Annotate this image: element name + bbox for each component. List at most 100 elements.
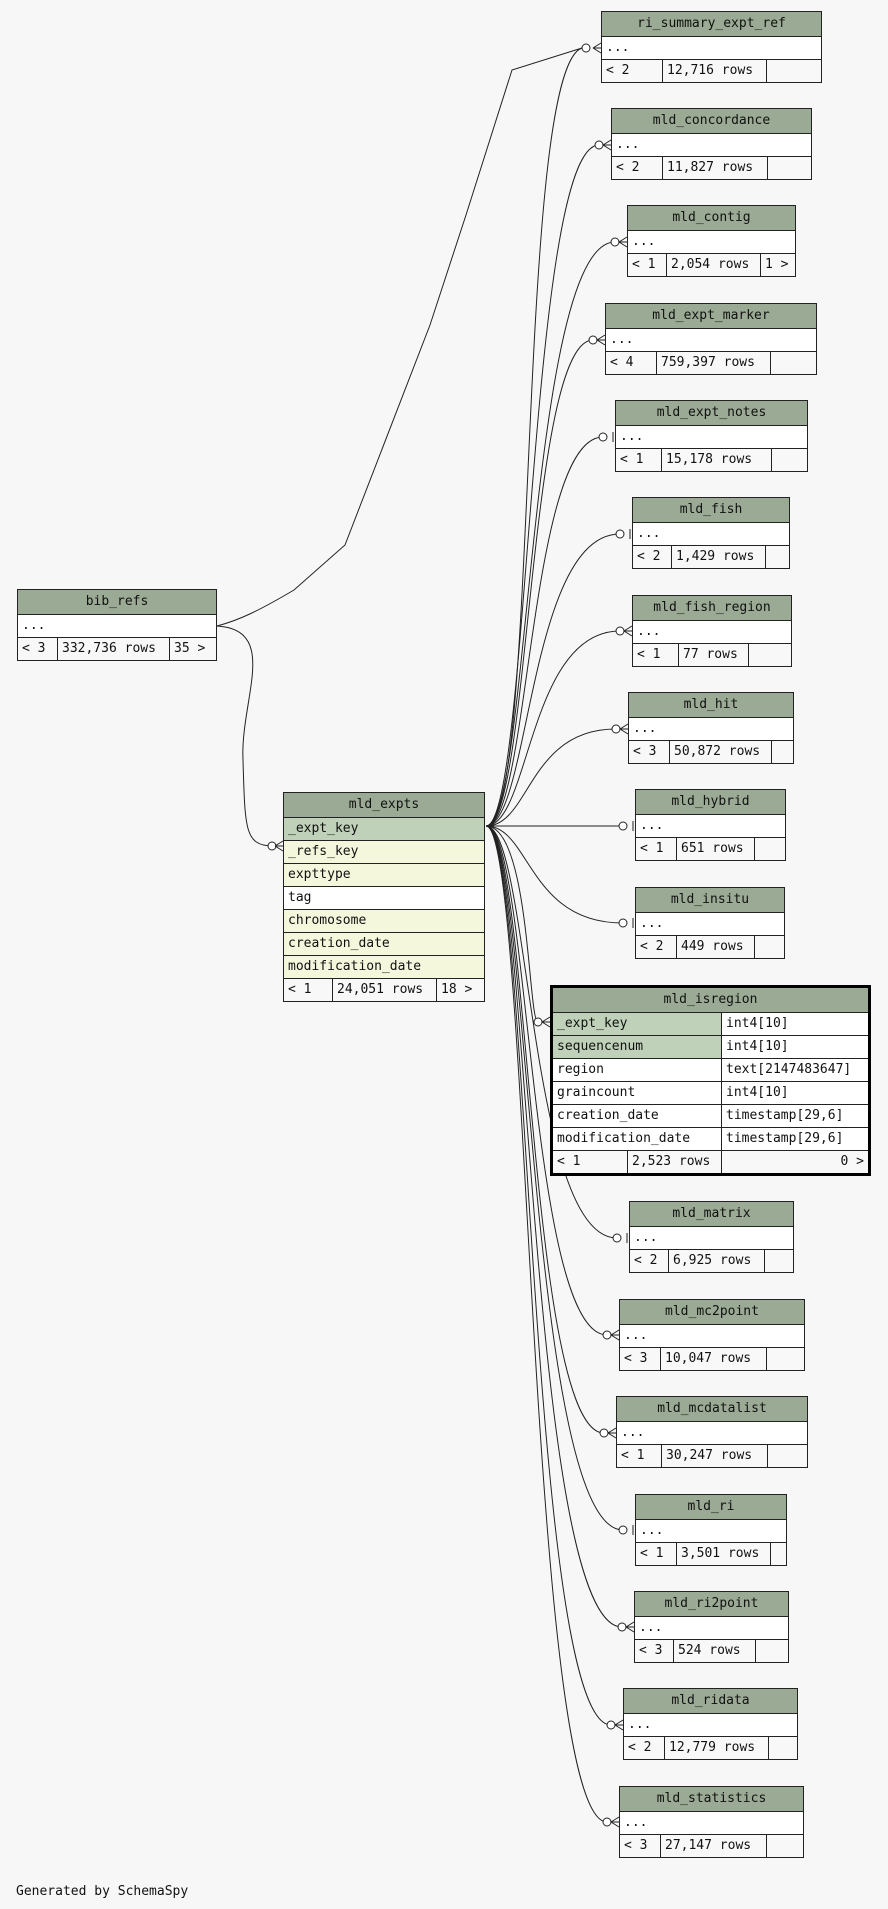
children-count[interactable]	[766, 60, 821, 82]
many-end-marker	[618, 236, 628, 248]
row-count: 1,429 rows	[671, 546, 765, 568]
column-name: graincount	[557, 1085, 636, 1100]
parents-count[interactable]: < 1	[288, 982, 312, 997]
edge-mld-expts-to-t6	[485, 630, 621, 827]
optional-end-marker	[612, 1233, 622, 1243]
children-count[interactable]	[767, 157, 811, 179]
children-count[interactable]	[770, 352, 816, 374]
many-end-marker	[541, 1016, 551, 1028]
parents-count[interactable]: < 3	[639, 1643, 663, 1658]
collapsed-columns: ...	[632, 234, 656, 249]
parents-count[interactable]: < 1	[632, 257, 656, 272]
table-mld-hybrid[interactable]: mld_hybrid ... < 1 651 rows	[635, 789, 786, 861]
parents-count[interactable]: < 1	[620, 452, 644, 467]
parents-count[interactable]: < 3	[633, 744, 657, 759]
parents-count[interactable]: < 3	[22, 641, 46, 656]
children-count[interactable]	[771, 449, 807, 471]
column-type: int4[10]	[721, 1082, 868, 1104]
collapsed-columns: ...	[620, 429, 644, 444]
parents-count[interactable]: < 1	[557, 1154, 581, 1169]
parents-count[interactable]: < 1	[637, 647, 661, 662]
parents-count[interactable]: < 2	[634, 1253, 658, 1268]
optional-end-marker	[581, 43, 591, 53]
column-name: creation_date	[557, 1108, 659, 1123]
children-count[interactable]: 0 >	[721, 1151, 868, 1173]
children-count[interactable]: 1 >	[760, 254, 795, 276]
parents-count[interactable]: < 2	[606, 63, 630, 78]
parents-count[interactable]: < 3	[624, 1351, 648, 1366]
children-count[interactable]	[766, 1348, 804, 1370]
children-count[interactable]	[764, 1250, 793, 1272]
optional-end-marker	[602, 1817, 612, 1827]
column-name: chromosome	[288, 913, 367, 928]
many-end-marker	[596, 334, 606, 346]
table-name: mld_ri2point	[635, 1592, 788, 1617]
parents-count[interactable]: < 2	[628, 1740, 652, 1755]
parents-count[interactable]: < 1	[621, 1448, 645, 1463]
collapsed-columns: ...	[640, 916, 664, 931]
table-name: mld_mcdatalist	[617, 1397, 807, 1422]
many-end-marker	[625, 1621, 635, 1633]
parents-count[interactable]: < 2	[640, 939, 664, 954]
collapsed-columns: ...	[640, 818, 664, 833]
row-count: 2,523 rows	[627, 1151, 721, 1173]
many-end-marker	[610, 1816, 620, 1828]
parents-count[interactable]: < 2	[637, 549, 661, 564]
children-count[interactable]	[755, 1640, 788, 1662]
parents-count[interactable]: < 2	[616, 160, 640, 175]
edge-mld-expts-to-t15	[485, 825, 612, 1726]
many-end-marker	[602, 139, 612, 151]
edge-mld-expts-to-t5	[485, 533, 621, 827]
optional-end-marker	[615, 529, 625, 539]
parents-count[interactable]: < 4	[610, 355, 634, 370]
row-count: 651 rows	[676, 838, 754, 860]
many-end-marker	[274, 840, 284, 852]
optional-end-marker	[599, 1428, 609, 1438]
parents-count[interactable]: < 1	[640, 841, 664, 856]
table-mld-expts[interactable]: mld_expts _expt_key _refs_key expttype t…	[283, 792, 485, 1002]
optional-end-marker	[533, 1017, 543, 1027]
optional-end-marker	[611, 724, 621, 734]
children-count[interactable]	[771, 741, 793, 763]
parents-count[interactable]: < 3	[624, 1838, 648, 1853]
children-count[interactable]	[766, 1835, 803, 1857]
children-count[interactable]	[754, 838, 785, 860]
row-count: 6,925 rows	[668, 1250, 764, 1272]
children-count[interactable]	[767, 1445, 807, 1467]
parents-count[interactable]: < 1	[640, 1546, 664, 1561]
column-name: _expt_key	[557, 1016, 628, 1031]
children-count[interactable]	[754, 936, 784, 958]
children-count[interactable]	[765, 546, 789, 568]
children-count[interactable]: 35 >	[169, 638, 216, 660]
children-count[interactable]: 18 >	[436, 979, 484, 1001]
column-type: timestamp[29,6]	[721, 1105, 868, 1127]
table-name: mld_expt_marker	[606, 304, 816, 329]
table-name: mld_hybrid	[636, 790, 785, 815]
collapsed-columns: ...	[637, 526, 661, 541]
optional-end-marker	[598, 432, 608, 442]
children-count[interactable]	[770, 1543, 786, 1565]
collapsed-columns: ...	[610, 332, 634, 347]
children-count[interactable]	[748, 644, 791, 666]
table-name: mld_expts	[284, 793, 484, 818]
children-count[interactable]	[768, 1737, 797, 1759]
